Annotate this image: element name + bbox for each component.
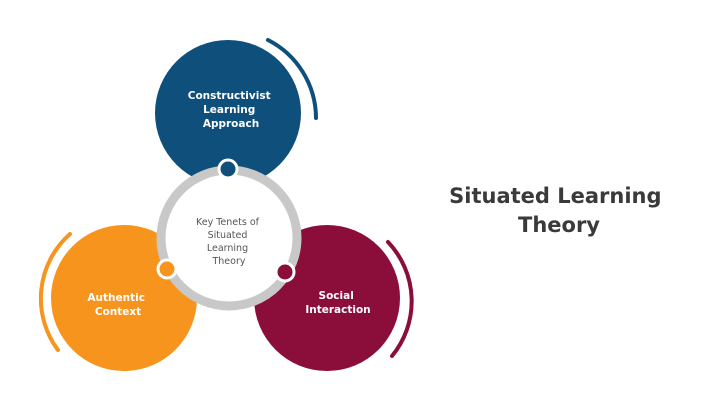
orange-accent-arc — [38, 232, 72, 352]
maroon-connector-node — [274, 261, 296, 283]
constructivist-label: Constructivist Learning Approach — [188, 90, 275, 130]
social-interaction-label: Social Interaction — [305, 290, 370, 316]
blue-accent-arc — [266, 38, 318, 120]
blue-connector-node — [217, 158, 239, 180]
orange-connector-node — [156, 258, 178, 280]
center-fill — [161, 170, 297, 306]
constructivist-learning-circle — [155, 40, 301, 186]
maroon-accent-arc — [386, 240, 414, 358]
authentic-context-label: Authentic Context — [87, 292, 148, 318]
diagram-title: Situated Learning Theory — [449, 184, 669, 237]
center-label: Key Tenets of Situated Learning Theory — [196, 217, 262, 267]
